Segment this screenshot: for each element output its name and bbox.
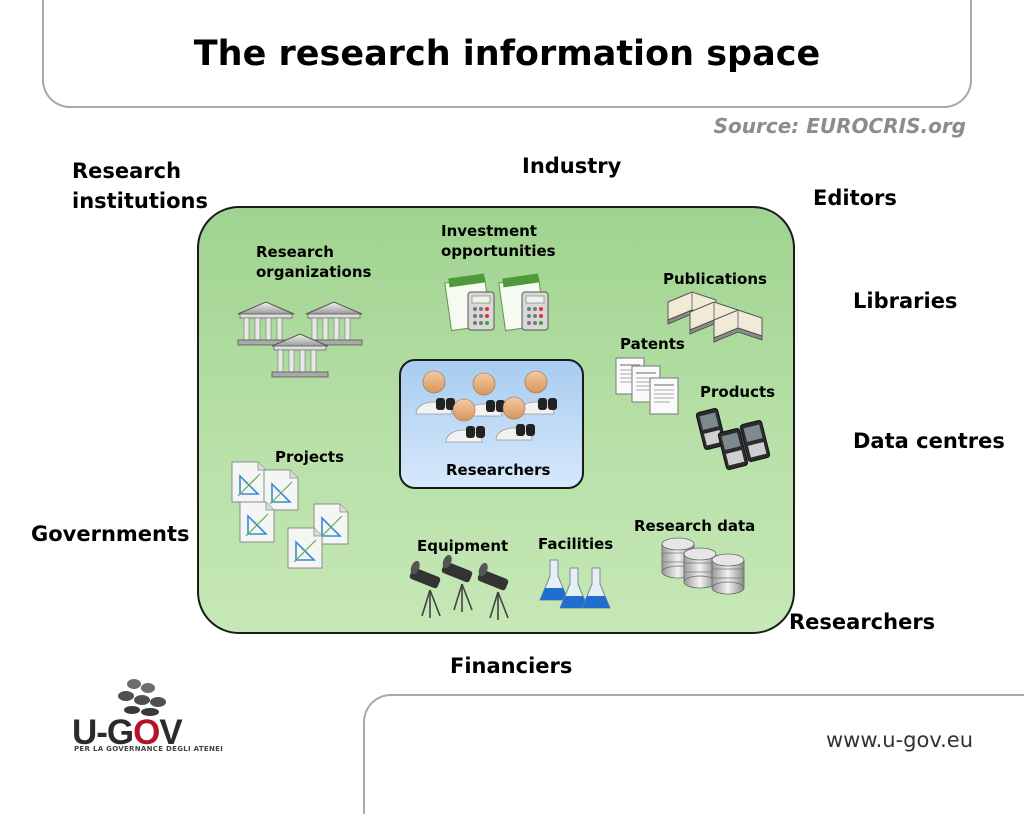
page-title: The research information space [193,34,821,74]
stakeholder-researchers: Researchers [789,610,936,634]
source-caption: Source: EUROCRIS.org [713,114,966,138]
entity-label-line: organizations [256,263,372,281]
entity-researchers: Researchers [446,461,551,479]
entity-label-line: Research [256,243,334,261]
spreadsheet-calculator-icon [444,272,549,332]
logo-wordmark: U-GOV [72,713,183,753]
flask-icon [539,559,611,609]
stakeholder-financiers: Financiers [450,654,573,678]
footer-frame [363,694,1024,814]
stakeholder-line: Research [72,159,182,183]
stakeholder-line: institutions [72,189,208,213]
stakeholder-research-institutions: Research institutions [72,156,208,216]
entity-facilities: Facilities [538,535,614,553]
user-binoculars-icon [415,370,558,443]
stakeholder-data-centres: Data centres [853,429,1005,453]
header-frame [42,0,972,108]
entity-label-line: opportunities [441,242,556,260]
entity-research-organizations: Research organizations [256,242,371,282]
logo-text-part: U-G [72,713,134,752]
entity-equipment: Equipment [417,537,509,555]
stakeholder-editors: Editors [813,186,897,210]
database-icon [661,537,745,595]
entity-research-data: Research data [634,517,756,535]
building-icon [237,301,363,378]
logo-subtitle: PER LA GOVERNANCE DEGLI ATENEI [74,745,224,753]
document-icon [615,357,679,415]
entity-investment-opportunities: Investment opportunities [441,221,556,261]
logo-text-accent: O [133,713,160,752]
stakeholder-libraries: Libraries [853,289,958,313]
stakeholder-industry: Industry [522,154,622,178]
stakeholder-governments: Governments [31,522,190,546]
logo-text-part: V [159,713,182,752]
entity-products: Products [700,383,776,401]
entity-label-line: Investment [441,222,537,240]
entity-patents: Patents [620,335,685,353]
footer-url[interactable]: www.u-gov.eu [826,728,974,752]
drawing-file-icon [231,461,349,569]
entity-publications: Publications [663,270,767,288]
entity-projects: Projects [275,448,345,466]
mobile-phone-icon [695,407,771,471]
logo-dots-icon [118,679,166,716]
telescope-icon [408,552,510,621]
